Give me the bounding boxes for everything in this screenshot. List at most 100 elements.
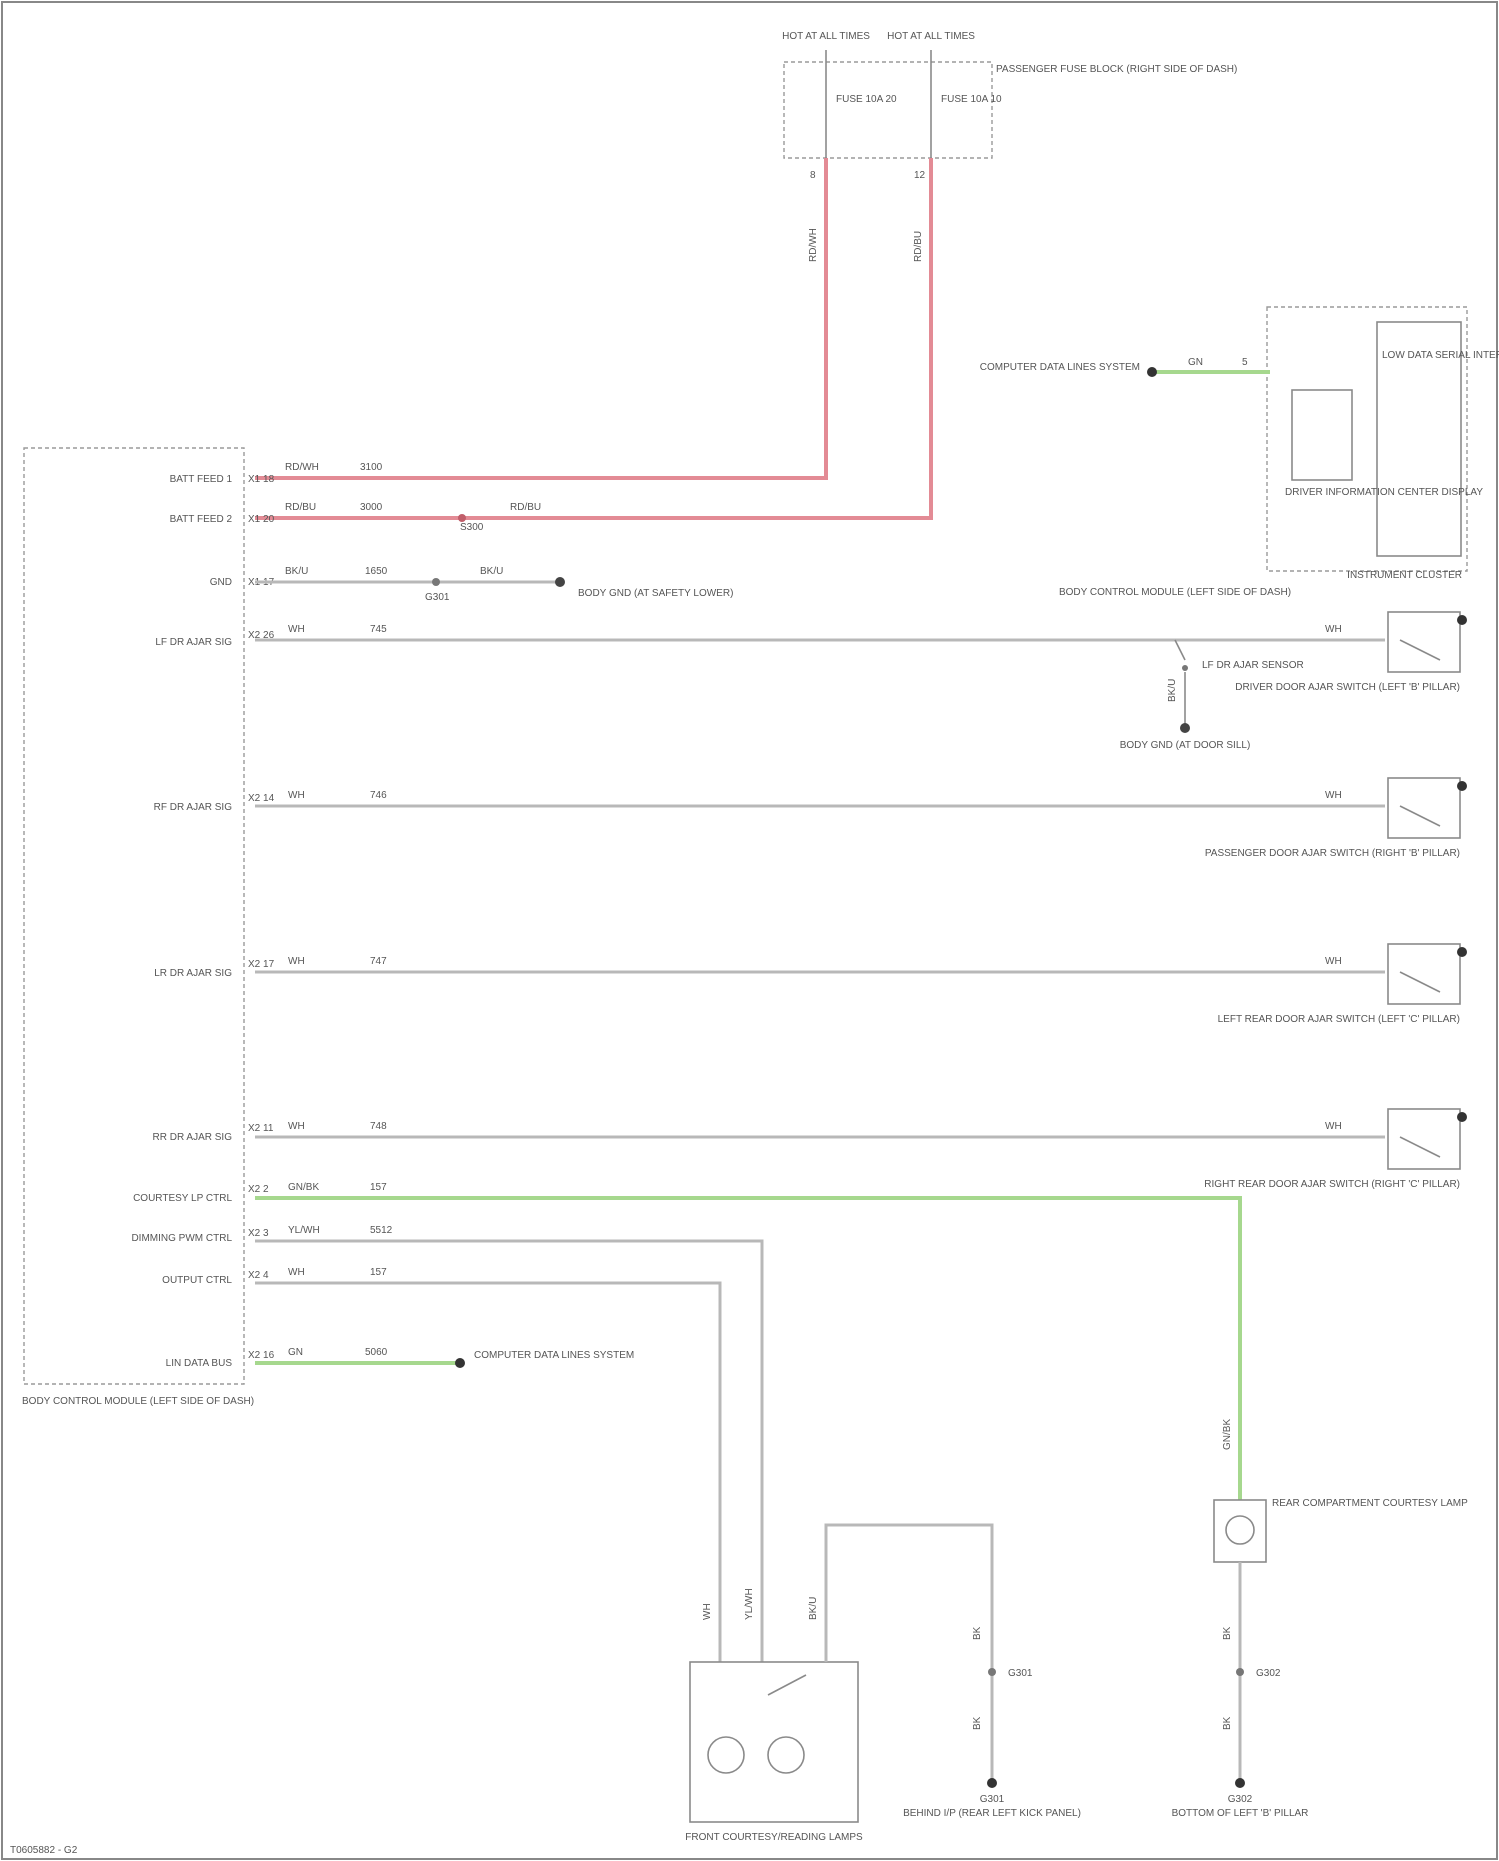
batt-feed-2-wire bbox=[255, 158, 931, 518]
dimmer-circuit: 5512 bbox=[370, 1225, 393, 1236]
switch-ground bbox=[1457, 615, 1467, 625]
cluster-wire-color: GN bbox=[1188, 357, 1203, 368]
front-reading-lamps: FRONT COURTESY/READING LAMPS bbox=[685, 1662, 863, 1843]
red2-splice: S300 bbox=[460, 522, 484, 533]
switch-ground bbox=[1457, 1112, 1467, 1122]
door2-color: WH bbox=[288, 790, 305, 801]
fuse1-pin: 8 bbox=[810, 170, 816, 181]
door4-color: WH bbox=[288, 1121, 305, 1132]
door2-right-color: WH bbox=[1325, 790, 1342, 801]
cluster-title: INSTRUMENT CLUSTER bbox=[1347, 570, 1462, 581]
lamp-gnd1-splice: G301 bbox=[1008, 1668, 1033, 1679]
door-switch-3: LEFT REAR DOOR AJAR SWITCH (LEFT 'C' PIL… bbox=[1218, 944, 1467, 1025]
lf-door-sensor: BODY CONTROL MODULE (LEFT SIDE OF DASH) … bbox=[1059, 587, 1304, 751]
door3-circuit: 747 bbox=[370, 956, 387, 967]
dome-lamp-label: REAR COMPARTMENT COURTESY LAMP bbox=[1272, 1498, 1468, 1509]
lamp-col1-color: WH bbox=[702, 1603, 713, 1620]
fuse-block-name: PASSENGER FUSE BLOCK (RIGHT SIDE OF DASH… bbox=[996, 64, 1237, 75]
switch-label: RIGHT REAR DOOR AJAR SWITCH (RIGHT 'C' P… bbox=[1204, 1179, 1460, 1190]
ground-label: BODY GND (AT SAFETY LOWER) bbox=[578, 588, 733, 599]
red2-color: RD/BU bbox=[285, 502, 316, 513]
switch-arm bbox=[1400, 972, 1440, 992]
ground-label-g: G301 bbox=[425, 592, 450, 603]
switch-box bbox=[1388, 778, 1460, 838]
splice-s300 bbox=[458, 514, 466, 522]
lamp-ground1-code: G301 bbox=[980, 1794, 1005, 1805]
bcm-pin-label: LF DR AJAR SIG bbox=[155, 637, 232, 648]
switch-ground bbox=[1457, 947, 1467, 957]
lamp-ground-point-1 bbox=[987, 1778, 997, 1788]
sensor-contact bbox=[1182, 665, 1188, 671]
bcm-pin-num: X2 16 bbox=[248, 1350, 275, 1361]
fuse-block: HOT AT ALL TIMES HOT AT ALL TIMES FUSE 1… bbox=[782, 31, 1237, 181]
dome-splice bbox=[1236, 1668, 1244, 1676]
cluster-display-label: DRIVER INFORMATION CENTER DISPLAY bbox=[1285, 487, 1483, 498]
output-color: WH bbox=[288, 1267, 305, 1278]
switch-arm bbox=[1400, 1137, 1440, 1157]
output-wire bbox=[255, 1283, 720, 1662]
sensor-ground-point bbox=[1180, 723, 1190, 733]
door1-circuit: 745 bbox=[370, 624, 387, 635]
sensor-switch-arm bbox=[1175, 640, 1185, 660]
fuse2-label: FUSE 10A 10 bbox=[941, 94, 1002, 105]
bcm-pin-label: LR DR AJAR SIG bbox=[154, 968, 232, 979]
bcm-pin-num: X1 20 bbox=[248, 514, 275, 525]
red1-color: RD/WH bbox=[285, 462, 319, 473]
bcm-pin-num: X2 14 bbox=[248, 793, 275, 804]
switch-label: PASSENGER DOOR AJAR SWITCH (RIGHT 'B' PI… bbox=[1205, 848, 1460, 859]
sensor-ref-label: BODY CONTROL MODULE (LEFT SIDE OF DASH) bbox=[1059, 587, 1291, 598]
fuse1-label: FUSE 10A 20 bbox=[836, 94, 897, 105]
footer-code: T0605882 - G2 bbox=[10, 1845, 78, 1856]
bcm-pin-num: X1 18 bbox=[248, 474, 275, 485]
ground-wire-color-2: BK/U bbox=[480, 566, 503, 577]
switch-box bbox=[1388, 612, 1460, 672]
door3-right-color: WH bbox=[1325, 956, 1342, 967]
cluster-box bbox=[1267, 307, 1467, 571]
lamp-gnd1-color-2: BK bbox=[972, 1716, 983, 1730]
lamp-gnd1-color: BK bbox=[972, 1626, 983, 1640]
cluster-wire-pin: 5 bbox=[1242, 357, 1248, 368]
lamp-gnd2-color-2: BK bbox=[1222, 1716, 1233, 1730]
door1-color: WH bbox=[288, 624, 305, 635]
door3-color: WH bbox=[288, 956, 305, 967]
lin-circuit: 5060 bbox=[365, 1347, 388, 1358]
bcm-name: BODY CONTROL MODULE (LEFT SIDE OF DASH) bbox=[22, 1396, 254, 1407]
red2-color-2: RD/BU bbox=[510, 502, 541, 513]
bcm-pin-num: X2 4 bbox=[248, 1270, 269, 1281]
lamp-ground1-loc: BEHIND I/P (REAR LEFT KICK PANEL) bbox=[903, 1808, 1081, 1819]
cluster-lin-ref: COMPUTER DATA LINES SYSTEM bbox=[980, 362, 1140, 373]
rear-courtesy-lamp: REAR COMPARTMENT COURTESY LAMP bbox=[1214, 1498, 1468, 1562]
lamp-gnd2-splice: G302 bbox=[1256, 1668, 1281, 1679]
lin-color: GN bbox=[288, 1347, 303, 1358]
door-switch-1: DRIVER DOOR AJAR SWITCH (LEFT 'B' PILLAR… bbox=[1235, 612, 1467, 693]
sensor-ground-label: BODY GND (AT DOOR SILL) bbox=[1120, 740, 1251, 751]
dimming-wire bbox=[255, 1241, 762, 1662]
fuse2-pin: 12 bbox=[914, 170, 926, 181]
lamp-switch bbox=[768, 1675, 806, 1695]
cluster-display-box bbox=[1292, 390, 1352, 480]
fuse1-hot-label: HOT AT ALL TIMES bbox=[782, 31, 870, 42]
switch-ground bbox=[1457, 781, 1467, 791]
ground-wire-circuit: 1650 bbox=[365, 566, 388, 577]
lamp-label: FRONT COURTESY/READING LAMPS bbox=[685, 1832, 863, 1843]
red2-vertical-label: RD/BU bbox=[913, 231, 924, 262]
courtesy-color: GN/BK bbox=[288, 1182, 319, 1193]
bcm-pin-labels: BATT FEED 1 X1 18 BATT FEED 2 X1 20 GND … bbox=[131, 474, 274, 1369]
bcm-pin-label: COURTESY LP CTRL bbox=[133, 1193, 232, 1204]
sensor-label: LF DR AJAR SENSOR bbox=[1202, 660, 1304, 671]
door2-circuit: 746 bbox=[370, 790, 387, 801]
door1-right-color: WH bbox=[1325, 624, 1342, 635]
lin-bus-ref: COMPUTER DATA LINES SYSTEM bbox=[474, 1350, 634, 1361]
lamp-ground2-code: G302 bbox=[1228, 1794, 1253, 1805]
bcm-pin-num: X2 2 bbox=[248, 1184, 269, 1195]
switch-arm bbox=[1400, 640, 1440, 660]
output-circuit: 157 bbox=[370, 1267, 387, 1278]
bcm-pin-num: X2 17 bbox=[248, 959, 275, 970]
door4-right-color: WH bbox=[1325, 1121, 1342, 1132]
cluster-module-label: LOW DATA SERIAL INTERFACE bbox=[1382, 350, 1499, 361]
bcm-pin-label: DIMMING PWM CTRL bbox=[131, 1233, 232, 1244]
bcm-pin-label: GND bbox=[210, 577, 232, 588]
courtesy-lamp-wire bbox=[255, 1198, 1240, 1500]
